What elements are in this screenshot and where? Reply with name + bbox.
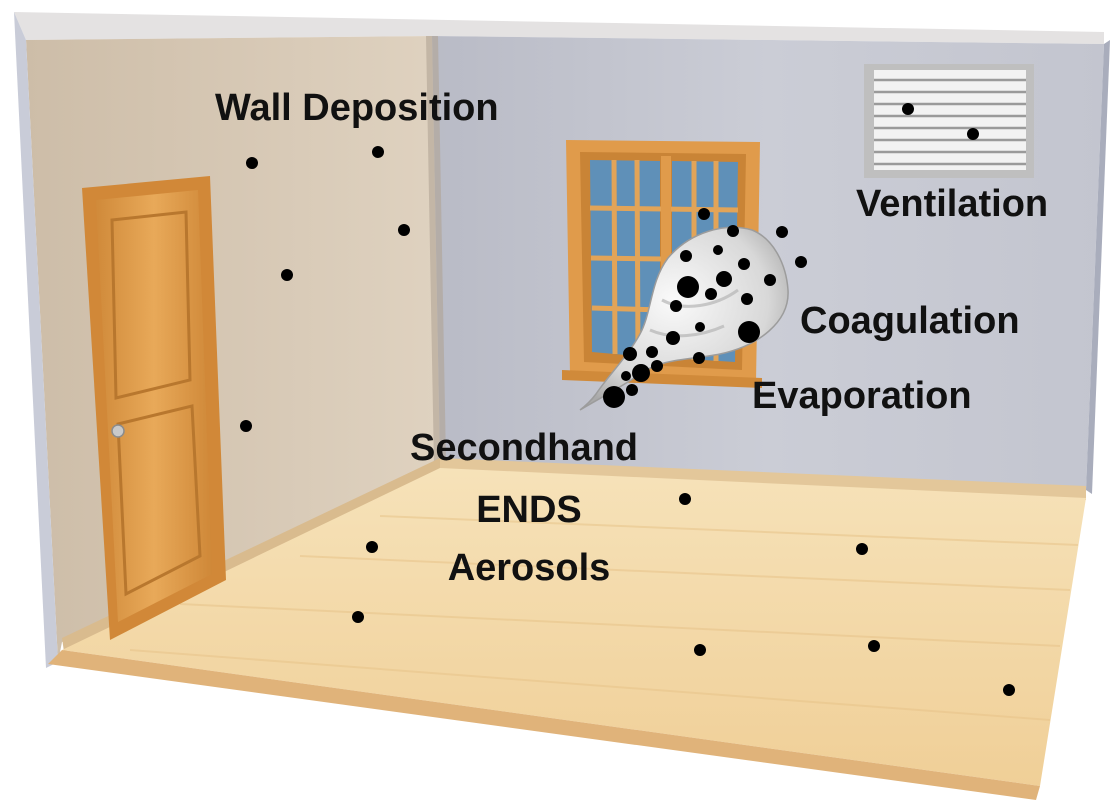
particle — [281, 269, 293, 281]
particle — [666, 331, 680, 345]
evaporation-label: Evaporation — [752, 375, 972, 417]
particle — [646, 346, 658, 358]
particle — [1003, 684, 1015, 696]
particle — [727, 225, 739, 237]
particle — [741, 293, 753, 305]
particle — [695, 322, 705, 332]
source-label-line1: Secondhand — [410, 427, 638, 469]
particle — [680, 250, 692, 262]
particle — [738, 258, 750, 270]
particle — [372, 146, 384, 158]
particle — [670, 300, 682, 312]
particle — [698, 208, 710, 220]
particle — [677, 276, 699, 298]
particle — [713, 245, 723, 255]
particle — [795, 256, 807, 268]
particle — [621, 371, 631, 381]
source-label-line3: Aerosols — [448, 547, 611, 589]
particle — [398, 224, 410, 236]
ventilation-label: Ventilation — [856, 183, 1048, 225]
particle — [352, 611, 364, 623]
particle — [246, 157, 258, 169]
particle — [716, 271, 732, 287]
particle — [693, 352, 705, 364]
particle — [679, 493, 691, 505]
particle — [868, 640, 880, 652]
particle — [967, 128, 979, 140]
particle — [902, 103, 914, 115]
wall-deposition-label: Wall Deposition — [215, 87, 499, 129]
particle — [694, 644, 706, 656]
particle — [623, 347, 637, 361]
particle — [603, 386, 625, 408]
particle — [651, 360, 663, 372]
vent-face — [874, 70, 1026, 170]
coagulation-label: Coagulation — [800, 300, 1020, 342]
particle — [626, 384, 638, 396]
ventilation-grille — [864, 64, 1034, 178]
particle — [240, 420, 252, 432]
particle — [776, 226, 788, 238]
particle — [366, 541, 378, 553]
particle — [764, 274, 776, 286]
particle — [632, 364, 650, 382]
particle — [705, 288, 717, 300]
source-label-line2: ENDS — [476, 489, 582, 531]
particle — [738, 321, 760, 343]
door-knob — [112, 425, 124, 437]
particle — [856, 543, 868, 555]
